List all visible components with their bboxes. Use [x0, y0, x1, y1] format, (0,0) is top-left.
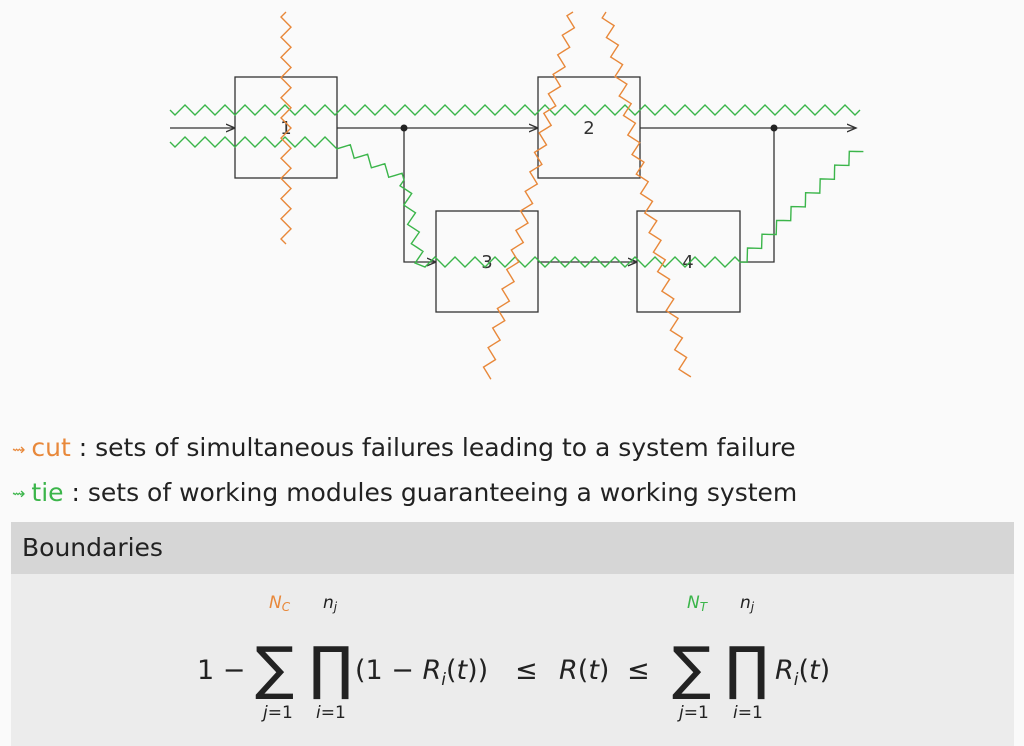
- junction-dot-right: [770, 124, 778, 132]
- flow-line-4-out: [740, 128, 775, 263]
- formula-j-index-left: j=1: [261, 703, 293, 723]
- flow-line-to-3: [403, 128, 436, 262]
- formula-le-left: ≤: [515, 655, 538, 686]
- boundaries-title: Boundaries: [11, 522, 1014, 574]
- cut-path-1: [280, 11, 292, 245]
- junction-dot-left: [400, 124, 408, 132]
- formula-term-left: (1 − Ri(t)): [355, 655, 488, 690]
- reliability-block-diagram: 1 2 3 4: [169, 11, 864, 380]
- formula-nt-limit: NT: [687, 593, 709, 614]
- formula-j-index-right: j=1: [677, 703, 709, 723]
- prod-symbol-left: ∏: [309, 634, 353, 702]
- formula-nj-limit-left: nj: [323, 593, 338, 614]
- cut-tie-legend: ⇝cut : sets of simultaneous failures lea…: [12, 426, 797, 515]
- block-2-label: 2: [583, 118, 594, 139]
- cut-definition: ⇝cut : sets of simultaneous failures lea…: [12, 426, 797, 471]
- block-3-label: 3: [481, 252, 492, 273]
- formula-term-right: Ri(t): [775, 655, 830, 690]
- formula-nc-limit: NC: [269, 593, 291, 614]
- prod-symbol-right: ∏: [725, 634, 769, 702]
- block-1-label: 1: [280, 118, 291, 139]
- tie-path-1-2: [169, 104, 861, 116]
- squiggle-arrow-icon: ⇝: [12, 484, 26, 503]
- cut-path-2-3: [482, 11, 576, 380]
- formula-i-index-right: i=1: [733, 703, 763, 723]
- tie-term: tie: [31, 477, 64, 507]
- sum-symbol-left: ∑: [255, 634, 294, 702]
- block-2: [537, 76, 641, 179]
- formula-i-index-left: i=1: [316, 703, 346, 723]
- tie-path-1-3-4: [169, 136, 864, 268]
- squiggle-arrow-icon: ⇝: [12, 439, 26, 459]
- cut-path-2-4: [601, 11, 692, 378]
- formula-nj-limit-right: nj: [740, 593, 755, 614]
- block-4: [636, 210, 741, 313]
- block-4-label: 4: [682, 252, 693, 273]
- boundaries-formula: 1 − ∑ NC j=1 ∏ nj i=1 (1 − Ri(t)) ≤ R(t)…: [11, 582, 1014, 732]
- formula-le-right: ≤: [627, 655, 650, 686]
- sum-symbol-right: ∑: [672, 634, 711, 702]
- tie-description: : sets of working modules guaranteeing a…: [71, 477, 798, 507]
- formula-lhs-prefix: 1 −: [197, 655, 245, 686]
- cut-description: : sets of simultaneous failures leading …: [78, 433, 796, 462]
- boundaries-block: Boundaries 1 − ∑ NC j=1 ∏ nj i=1 (1 − Ri…: [11, 522, 1014, 746]
- block-1: [234, 76, 338, 179]
- tie-definition: ⇝ tie : sets of working modules guarantee…: [12, 471, 797, 516]
- cut-term: cut: [31, 433, 71, 462]
- formula-middle: R(t): [559, 655, 609, 686]
